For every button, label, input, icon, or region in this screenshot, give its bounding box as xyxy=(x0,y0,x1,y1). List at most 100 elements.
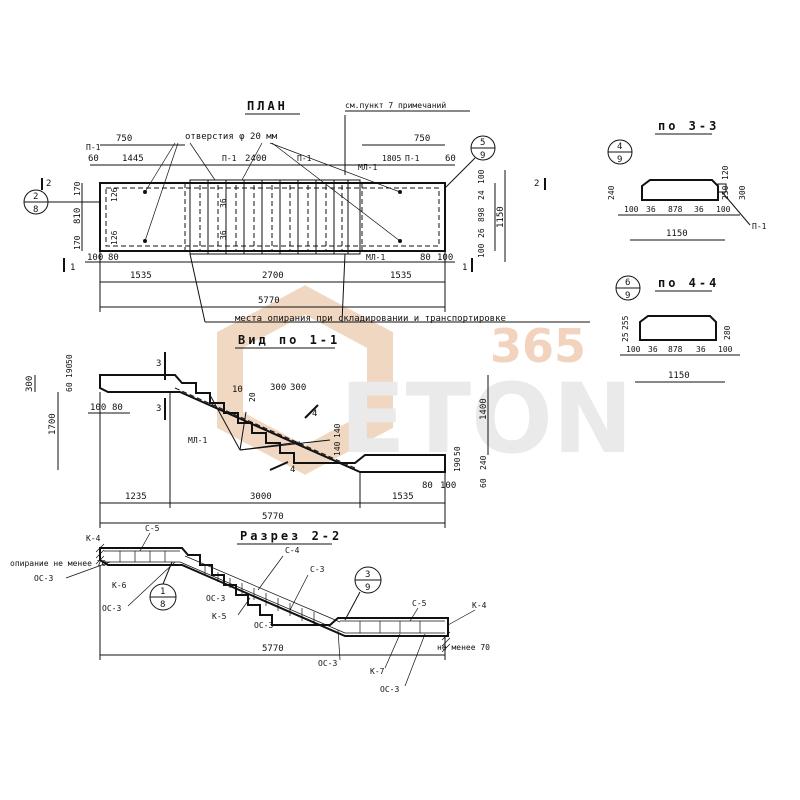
plan-dim-2700: 2700 xyxy=(262,271,284,281)
section22-marker-8: 8 xyxy=(160,600,165,610)
plan-dim-24: 24 xyxy=(477,190,486,200)
section22-label-k5: К-5 xyxy=(212,612,227,621)
plan-dim-100-left: 100 xyxy=(87,253,103,263)
po33-dim-100-right: 100 xyxy=(716,205,731,214)
po44-dim-36-right: 36 xyxy=(696,345,706,354)
section22-marker-9: 9 xyxy=(365,583,370,593)
po44-dim-1150: 1150 xyxy=(668,371,690,381)
plan-view: ПЛАН см.пункт 7 примечаний отверстия φ 2… xyxy=(23,99,590,324)
plan-arrow-1-left: 1 xyxy=(70,263,75,273)
plan-support-places-label: места опирания при складировании и транс… xyxy=(235,314,506,324)
view11-dim-20: 20 xyxy=(248,392,257,402)
po44-dim-255: 255 xyxy=(621,315,630,330)
po44-dim-100-left: 100 xyxy=(626,345,641,354)
plan-dim-60-right: 60 xyxy=(445,154,456,164)
plan-label-ml1-b: МЛ-1 xyxy=(366,253,385,262)
po33-profile xyxy=(641,179,719,201)
plan-dim-1805: 1805 xyxy=(382,154,401,163)
view11-dim-1400: 1400 xyxy=(479,398,489,420)
po44-dim-36-left: 36 xyxy=(648,345,658,354)
plan-dim-170-bottom: 170 xyxy=(73,235,82,250)
section22-label-oc3-a: ОС-3 xyxy=(34,574,53,583)
view11-dim-60-right: 60 xyxy=(479,478,488,488)
plan-dim-1445: 1445 xyxy=(122,154,144,164)
section22-label-oc3-f: ОС-3 xyxy=(380,685,399,694)
po33-title: по 3-3 xyxy=(658,119,719,133)
po44-marker-6: 6 xyxy=(625,278,630,288)
plan-dim-170-top: 170 xyxy=(73,181,82,196)
view11-dim-100-right: 100 xyxy=(440,481,456,491)
plan-dim-100-rb: 100 xyxy=(477,243,486,258)
po33-marker-9: 9 xyxy=(617,155,622,165)
plan-label-p1-a: П-1 xyxy=(86,143,101,152)
section22-label-k4-left: К-4 xyxy=(86,534,101,543)
section22-profile xyxy=(99,547,449,637)
plan-dim-898: 898 xyxy=(477,207,486,222)
po33-dim-878: 878 xyxy=(668,205,683,214)
plan-outline xyxy=(99,182,446,252)
view11-dim-50-right: 50 xyxy=(453,446,462,456)
plan-arrow-2-right: 2 xyxy=(534,179,539,189)
po33-label-p1: П-1 xyxy=(752,222,767,231)
view11-dim-5770: 5770 xyxy=(262,512,284,522)
section22-label-c5-left: С-5 xyxy=(145,524,160,533)
po44-title: по 4-4 xyxy=(658,276,719,290)
watermark: 365 ETON xyxy=(217,285,633,475)
section22-support-hatch xyxy=(95,543,451,653)
plan-arrow-1-right: 1 xyxy=(462,263,467,273)
section22-label-support: опирание не менее 70 xyxy=(10,559,107,568)
view11-dim-3000: 3000 xyxy=(250,492,272,502)
plan-dim-36-bottom: 36 xyxy=(219,230,228,240)
view11-dim-1235: 1235 xyxy=(125,492,147,502)
view11-dim-240: 240 xyxy=(479,455,488,470)
view11-dim-140-b: 140 xyxy=(333,441,342,456)
plan-dim-750-right: 750 xyxy=(414,134,430,144)
po44-marker-9: 9 xyxy=(625,291,630,301)
plan-treads xyxy=(189,179,361,255)
plan-dim-80-right: 80 xyxy=(420,253,431,263)
view11-dim-1700: 1700 xyxy=(48,413,58,435)
plan-dim-1535-right: 1535 xyxy=(390,271,412,281)
po44-dim-25: 25 xyxy=(621,332,630,342)
view11-dim-80-right: 80 xyxy=(422,481,433,491)
view11-dim-300-b: 300 xyxy=(290,383,306,393)
plan-marker-9: 9 xyxy=(480,151,485,161)
po44-view: по 4-4 6 9 255 25 280 100 36 878 36 100 … xyxy=(615,275,740,383)
plan-note: см.пункт 7 примечаний xyxy=(345,101,446,110)
po33-dim-250: 250 xyxy=(721,185,730,200)
po33-dim-120: 120 xyxy=(721,165,730,180)
po33-dim-300: 300 xyxy=(738,185,747,200)
view11: Вид по 1-1 МЛ-1 3 3 4 4 10 20 300 300 14… xyxy=(25,333,489,528)
po33-view: по 3-3 4 9 П-1 240 120 250 300 100 36 87… xyxy=(607,119,767,241)
plan-dim-126-bottom: 126 xyxy=(110,230,119,245)
section22-label-c3: С-3 xyxy=(310,565,325,574)
po44-dim-878: 878 xyxy=(668,345,683,354)
po33-dim-240: 240 xyxy=(607,185,616,200)
view11-dim-300-a: 300 xyxy=(270,383,286,393)
section22-title: Разрез 2-2 xyxy=(240,529,342,543)
view11-dim-80-left: 80 xyxy=(112,403,123,413)
watermark-main-text: ETON xyxy=(340,363,633,475)
plan-dim-750-left: 750 xyxy=(116,134,132,144)
po33-dim-1150: 1150 xyxy=(666,229,688,239)
section22-label-oc3-d: ОС-3 xyxy=(254,621,273,630)
po44-dim-280: 280 xyxy=(723,325,732,340)
section22-rebar xyxy=(104,550,445,634)
section22-dim-5770: 5770 xyxy=(262,644,284,654)
view11-dim-1535: 1535 xyxy=(392,492,414,502)
section22-label-k6: К-6 xyxy=(112,581,127,590)
view11-marker-4-bottom: 4 xyxy=(290,465,295,475)
watermark-logo-icon xyxy=(217,285,393,475)
view11-label-ml1: МЛ-1 xyxy=(188,436,207,445)
plan-dim-80-left: 80 xyxy=(108,253,119,263)
plan-label-p1-c: П-1 xyxy=(297,154,312,163)
section22-label-min70: не менее 70 xyxy=(437,643,490,652)
po33-dim-100-left: 100 xyxy=(624,205,639,214)
po33-dim-36-right: 36 xyxy=(694,205,704,214)
plan-marker-2: 2 xyxy=(33,192,38,202)
plan-dim-1150: 1150 xyxy=(496,206,506,228)
po44-dim-100-right: 100 xyxy=(718,345,733,354)
view11-dim-100-left: 100 xyxy=(90,403,106,413)
view11-dim-60: 60 xyxy=(65,382,74,392)
